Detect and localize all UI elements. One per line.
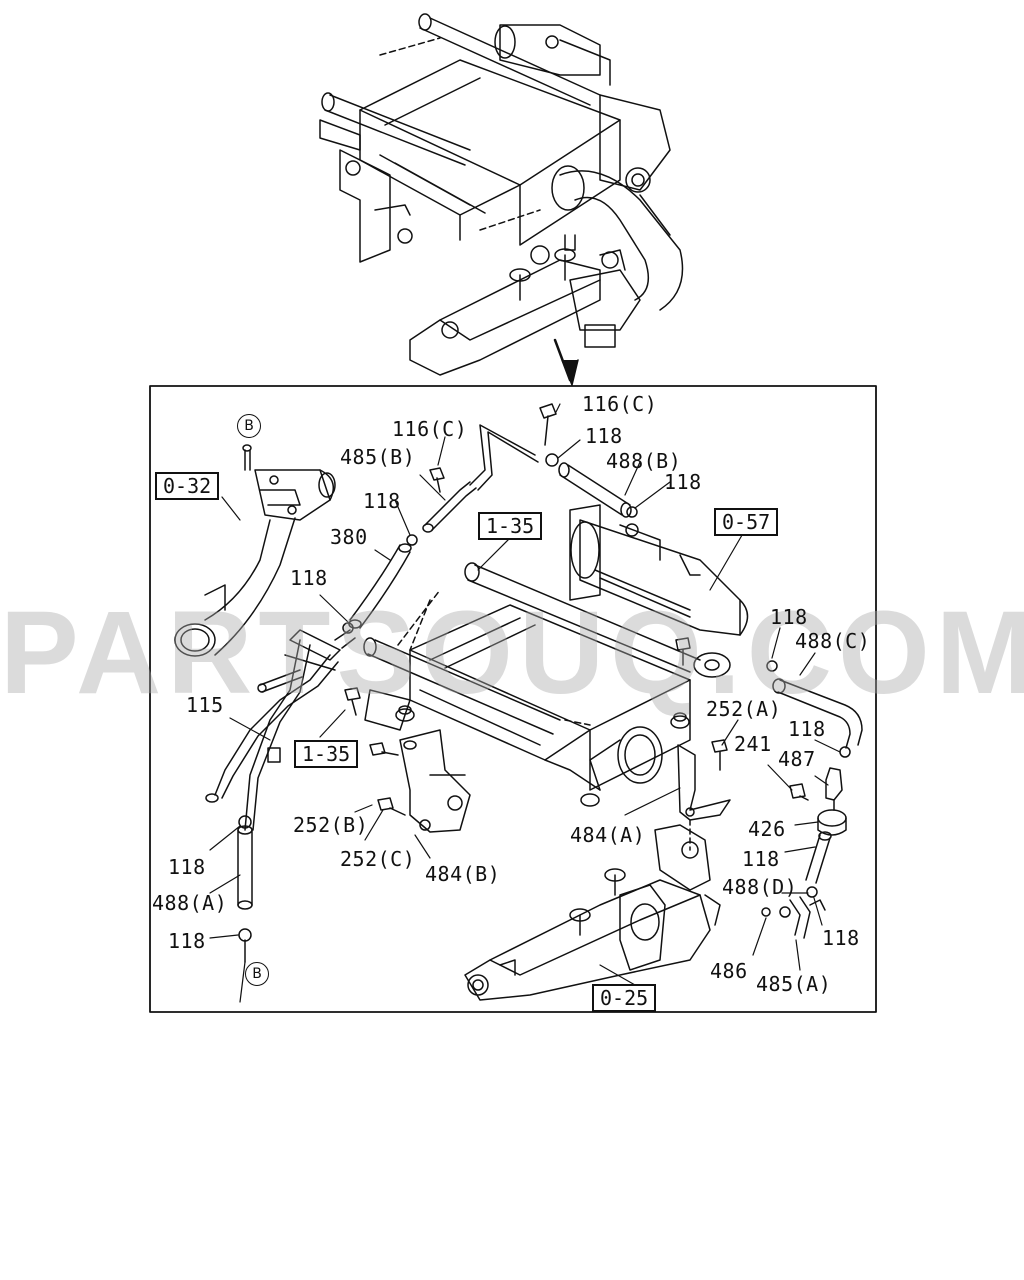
detail-frame: [149, 385, 877, 1013]
ref-box-0-25[interactable]: 0-25: [592, 984, 657, 1012]
part-label-485b: 485(B): [340, 445, 416, 469]
part-label-118: 118: [822, 926, 860, 950]
part-label-116c-left: 116(C): [392, 417, 468, 441]
part-label-118: 118: [585, 424, 623, 448]
part-label-118: 118: [770, 605, 808, 629]
connector-b-bottom: B: [245, 962, 269, 986]
part-label-485a: 485(A): [756, 972, 832, 996]
connector-b-top: B: [237, 414, 261, 438]
ref-box-1-35-top[interactable]: 1-35: [478, 512, 543, 540]
overview-assembly: [319, 13, 684, 386]
part-label-252c: 252(C): [340, 847, 416, 871]
part-label-118: 118: [290, 566, 328, 590]
part-label-486: 486: [710, 959, 748, 983]
part-label-487: 487: [778, 747, 816, 771]
part-label-252a: 252(A): [706, 697, 782, 721]
part-label-118: 118: [168, 929, 206, 953]
part-label-380: 380: [330, 525, 368, 549]
part-label-118: 118: [664, 470, 702, 494]
right-fittings: [677, 660, 863, 939]
ref-box-0-57[interactable]: 0-57: [714, 508, 779, 536]
hoses-left: [237, 403, 638, 963]
part-label-241: 241: [734, 732, 772, 756]
intercooler-1-35: [344, 562, 701, 807]
part-label-488d: 488(D): [722, 875, 798, 899]
part-label-115: 115: [186, 693, 224, 717]
egr-cooler-0-57: [569, 504, 749, 678]
bracket-484b: [369, 729, 471, 833]
ref-box-0-32[interactable]: 0-32: [155, 472, 220, 500]
water-pipe-0-32: [174, 444, 336, 657]
part-label-118: 118: [168, 855, 206, 879]
part-label-118: 118: [788, 717, 826, 741]
part-label-118: 118: [363, 489, 401, 513]
part-label-252b: 252(B): [293, 813, 369, 837]
part-label-118: 118: [742, 847, 780, 871]
part-label-488b: 488(B): [606, 449, 682, 473]
part-label-488c: 488(C): [795, 629, 871, 653]
part-label-426: 426: [748, 817, 786, 841]
ref-box-1-35-left[interactable]: 1-35: [294, 740, 359, 768]
pipe-115: [205, 629, 356, 831]
part-label-488a: 488(A): [152, 891, 228, 915]
part-label-484a: 484(A): [570, 823, 646, 847]
leader-lines: [209, 403, 841, 1003]
part-label-116c-top: 116(C): [582, 392, 658, 416]
part-label-484b: 484(B): [425, 862, 501, 886]
intake-manifold-0-25: [464, 819, 721, 1001]
